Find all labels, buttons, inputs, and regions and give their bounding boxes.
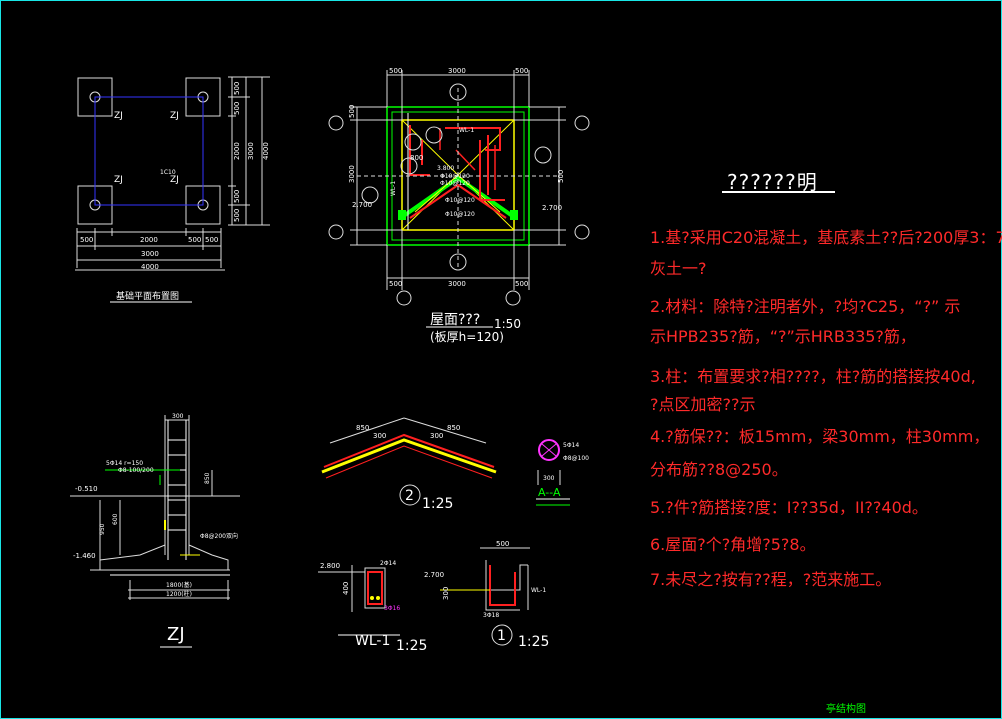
note-line-11: 7.未尽之?按有??程，?范来施工。 [650, 570, 892, 589]
fp-dim-v2: 500 [233, 102, 241, 115]
fs-label-mesh: Φ8@200双向 [200, 532, 238, 540]
fs-label-300: 300 [172, 413, 184, 420]
rs2-dim-1: 850 [356, 424, 369, 432]
fs-label-950: 950 [99, 523, 106, 535]
fp-label-zj-4: ZJ [170, 175, 179, 185]
section-aa [536, 439, 570, 506]
fp-dim-v3: 2000 [233, 142, 241, 160]
fs-title: ZJ [167, 624, 185, 645]
rp-label-wl1-a: WL-1 [459, 127, 474, 134]
d1-id: 1 [497, 628, 506, 644]
note-line-4: 示HPB235?筋，“?”示HRB335?筋， [650, 327, 916, 346]
fp-dim-h1: 500 [80, 236, 93, 244]
note-line-10: 6.屋面?个?角增?5?8。 [650, 535, 816, 554]
fp-center-text: 1C10 [160, 169, 176, 176]
fs-label-elev-1: -0.510 [75, 485, 98, 493]
rp-dim-5: 3000 [348, 165, 356, 183]
fp-dim-v6: 3000 [247, 142, 255, 160]
rp-title: 屋面??? [430, 312, 480, 328]
d1-scale: 1:25 [518, 634, 549, 650]
fp-dim-h4: 500 [205, 236, 218, 244]
rs2-id: 2 [405, 488, 414, 504]
rp-label-bar-1: Φ10@120 [440, 173, 470, 180]
rp-label-bar-2: Φ10@120 [440, 180, 470, 187]
rp-label-elev-b: 2.700 [542, 204, 562, 212]
fp-dim-v5: 500 [233, 209, 241, 222]
d1-label-300: 300 [442, 587, 450, 600]
fp-title: 基础平面布置图 [116, 290, 179, 302]
wl1-scale: 1:25 [396, 638, 427, 654]
fp-label-zj-2: ZJ [170, 111, 179, 121]
wl1-label-bottom: 3Φ16 [384, 605, 400, 612]
rs2-dim-4: 850 [447, 424, 460, 432]
rp-dim-6: 500 [557, 170, 565, 183]
d1-label-elev: 2.700 [424, 571, 444, 579]
note-line-9: 5.?件?筋搭接?度：I??35d，II??40d。 [650, 498, 928, 517]
rp-subtitle: (板厚h=120) [430, 330, 504, 344]
fp-label-zj-3: ZJ [114, 175, 123, 185]
wl1-section [318, 565, 400, 636]
rs2-scale: 1:25 [422, 496, 453, 512]
fp-dim-v7: 4000 [262, 142, 270, 160]
roof-section-2 [321, 417, 497, 506]
rp-dim-2: 3000 [448, 67, 466, 75]
fp-dim-h3: 500 [188, 236, 201, 244]
note-line-8: 分布筋??8@250。 [650, 460, 788, 479]
rs2-dim-2: 300 [373, 432, 386, 440]
rp-dim-3: 500 [515, 67, 528, 75]
note-line-3: 2.材料：除特?注明者外，?均?C25，“?” 示 [650, 297, 961, 316]
note-line-7: 4.?筋保??：板15mm，梁30mm，柱30mm， [650, 427, 990, 446]
fp-dim-h5: 3000 [141, 250, 159, 258]
fp-label-zj-1: ZJ [114, 111, 123, 121]
fs-label-600: 600 [112, 513, 119, 525]
wl1-label-top: 2Φ14 [380, 560, 396, 567]
fs-label-elev-2: -1.460 [73, 552, 96, 560]
rp-label-bar-4: Φ10@120 [445, 211, 475, 218]
note-line-6: ?点区加密??示 [650, 395, 756, 414]
rp-dim-9: 500 [389, 280, 402, 288]
fp-dim-v4: 500 [233, 190, 241, 203]
wl1-label-height: 400 [342, 582, 350, 595]
d1-label-wl1: WL-1 [531, 587, 546, 594]
wl1-label-elev: 2.800 [320, 562, 340, 570]
rp-dim-8: 500 [348, 105, 356, 118]
aa-label-rebar: 5Φ14 [563, 442, 579, 449]
fs-label-stirrup: Φ8-100/200 [118, 467, 154, 474]
foundation-plan [75, 76, 270, 271]
d1-label-dim: 500 [496, 540, 509, 548]
rp-scale: 1:50 [494, 317, 521, 331]
title-block-text: 亭结构图 [826, 702, 866, 715]
rp-dim-10: 800 [410, 154, 423, 162]
fp-dim-h2: 2000 [140, 236, 158, 244]
fp-dim-h6: 4000 [141, 263, 159, 271]
wl1-title: WL-1 [355, 633, 390, 649]
aa-label-stirrup: Φ8@100 [563, 455, 589, 462]
rp-dim-7: 500 [515, 280, 528, 288]
notes-title: ??????明 [727, 170, 818, 194]
fp-dim-v1: 500 [233, 82, 241, 95]
note-line-5: 3.柱：布置要求?相????，柱?筋的搭接按40d, [650, 367, 976, 386]
fs-label-base: 1800(基) [166, 581, 192, 589]
rp-label-wl1-b: WL-1 [390, 181, 397, 196]
aa-title: A--A [538, 486, 561, 499]
rp-dim-4: 3000 [448, 280, 466, 288]
notes-title-underline [722, 191, 835, 193]
fs-label-col: 1200(柱) [166, 590, 192, 598]
rp-label-elev-c: 3.800 [437, 165, 454, 172]
note-line-2: 灰土一? [650, 259, 707, 278]
fs-label-rebar: 5Φ14 r=150 [106, 460, 143, 467]
rp-dim-1: 500 [389, 67, 402, 75]
d1-label-bar: 3Φ18 [483, 612, 499, 619]
detail-1 [440, 547, 530, 646]
rp-label-elev-a: 2.700 [352, 201, 372, 209]
fs-label-850: 850 [204, 472, 211, 484]
footing-section [70, 415, 240, 600]
rp-label-bar-3: Φ10@120 [445, 197, 475, 204]
note-line-1: 1.基?采用C20混凝土，基底素土??后?200厚3：7 [650, 228, 1002, 247]
aa-label-dim: 300 [543, 475, 555, 482]
rs2-dim-3: 300 [430, 432, 443, 440]
roof-plan [328, 70, 590, 306]
